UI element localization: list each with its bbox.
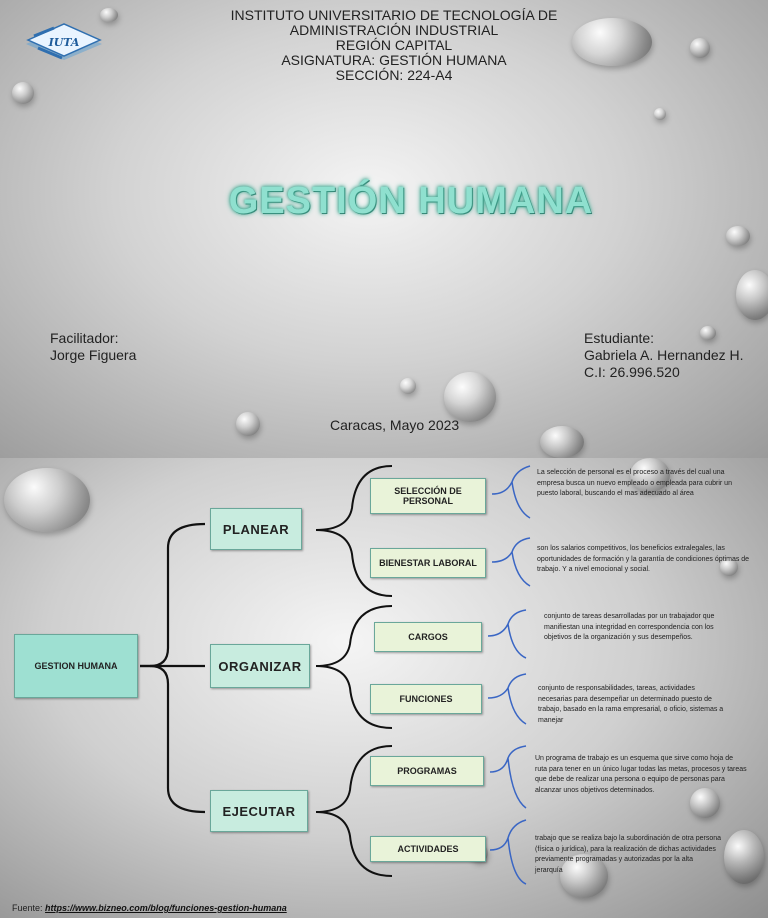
concept-map-slide: GESTION HUMANA PLANEAR ORGANIZAR EJECUTA… xyxy=(0,458,768,918)
branch-node-planear: PLANEAR xyxy=(210,508,302,550)
branch-node-organizar: ORGANIZAR xyxy=(210,644,310,688)
place-date: Caracas, Mayo 2023 xyxy=(330,417,460,433)
source-label: Fuente: xyxy=(12,903,43,913)
water-drop-decoration xyxy=(572,18,652,66)
description-actividades: trabajo que se realiza bajo la subordina… xyxy=(535,835,722,874)
item-node-seleccion-personal: SELECCIÓN DE PERSONAL xyxy=(370,478,486,514)
description-bienestar-laboral: son los salarios competitivos, los benef… xyxy=(537,545,750,573)
water-drop-decoration xyxy=(400,378,416,394)
item-node-cargos: CARGOS xyxy=(374,622,482,652)
water-drop-decoration xyxy=(654,108,666,120)
water-drop-decoration xyxy=(736,270,768,320)
presentation-title: GESTIÓN HUMANA xyxy=(228,180,594,222)
header-line: ASIGNATURA: GESTIÓN HUMANA xyxy=(281,52,507,68)
description-cargos: conjunto de tareas desarrolladas por un … xyxy=(544,613,715,641)
source-link[interactable]: https://www.bizneo.com/blog/funciones-ge… xyxy=(45,903,287,913)
student-id: C.I: 26.996.520 xyxy=(584,364,680,380)
header-line: ADMINISTRACIÓN INDUSTRIAL xyxy=(289,22,499,38)
water-drop-decoration xyxy=(690,38,710,58)
header-line: REGIÓN CAPITAL xyxy=(335,37,453,53)
water-drop-decoration xyxy=(726,226,750,246)
water-drop-decoration xyxy=(690,788,720,818)
description-funciones: conjunto de responsabilidades, tareas, a… xyxy=(538,685,724,724)
water-drop-decoration xyxy=(4,468,90,532)
water-drop-decoration xyxy=(12,82,34,104)
water-drop-decoration xyxy=(100,8,118,22)
student-name: Gabriela A. Hernandez H. xyxy=(584,347,744,363)
branch-node-ejecutar: EJECUTAR xyxy=(210,790,308,832)
item-node-actividades: ACTIVIDADES xyxy=(370,836,486,862)
facilitator-name: Jorge Figuera xyxy=(50,347,137,363)
concept-map-connectors xyxy=(140,465,531,885)
description-programas: Un programa de trabajo es un esquema que… xyxy=(535,755,747,794)
iuta-logo-icon: IUTA xyxy=(24,16,104,66)
water-drop-decoration xyxy=(724,830,764,884)
root-node-gestion-humana: GESTION HUMANA xyxy=(14,634,138,698)
item-node-programas: PROGRAMAS xyxy=(370,756,484,786)
description-seleccion-personal: La selección de personal es el proceso a… xyxy=(537,469,732,497)
water-drop-decoration xyxy=(700,326,716,340)
institution-header: INSTITUTO UNIVERSITARIO DE TECNOLOGÍA DE… xyxy=(0,8,768,83)
svg-text:IUTA: IUTA xyxy=(48,36,80,49)
water-drop-decoration xyxy=(236,412,260,436)
header-line: SECCIÓN: 224-A4 xyxy=(335,67,453,83)
facilitator-label: Facilitador: xyxy=(50,330,119,346)
water-drop-decoration xyxy=(560,854,608,898)
title-slide: IUTA INSTITUTO UNIVERSITARIO DE TECNOLOG… xyxy=(0,0,768,458)
item-node-funciones: FUNCIONES xyxy=(370,684,482,714)
student-label: Estudiante: xyxy=(584,330,655,346)
item-node-bienestar-laboral: BIENESTAR LABORAL xyxy=(370,548,486,578)
water-drop-decoration xyxy=(540,426,584,458)
facilitator-block: Facilitador: Jorge Figuera xyxy=(50,330,136,364)
water-drop-decoration xyxy=(444,372,496,422)
water-drop-decoration xyxy=(720,558,738,576)
source-citation: Fuente: https://www.bizneo.com/blog/func… xyxy=(12,903,287,913)
header-line: INSTITUTO UNIVERSITARIO DE TECNOLOGÍA DE xyxy=(230,7,558,23)
student-block: Estudiante: Gabriela A. Hernandez H. C.I… xyxy=(584,330,744,381)
water-drop-decoration xyxy=(630,458,670,492)
